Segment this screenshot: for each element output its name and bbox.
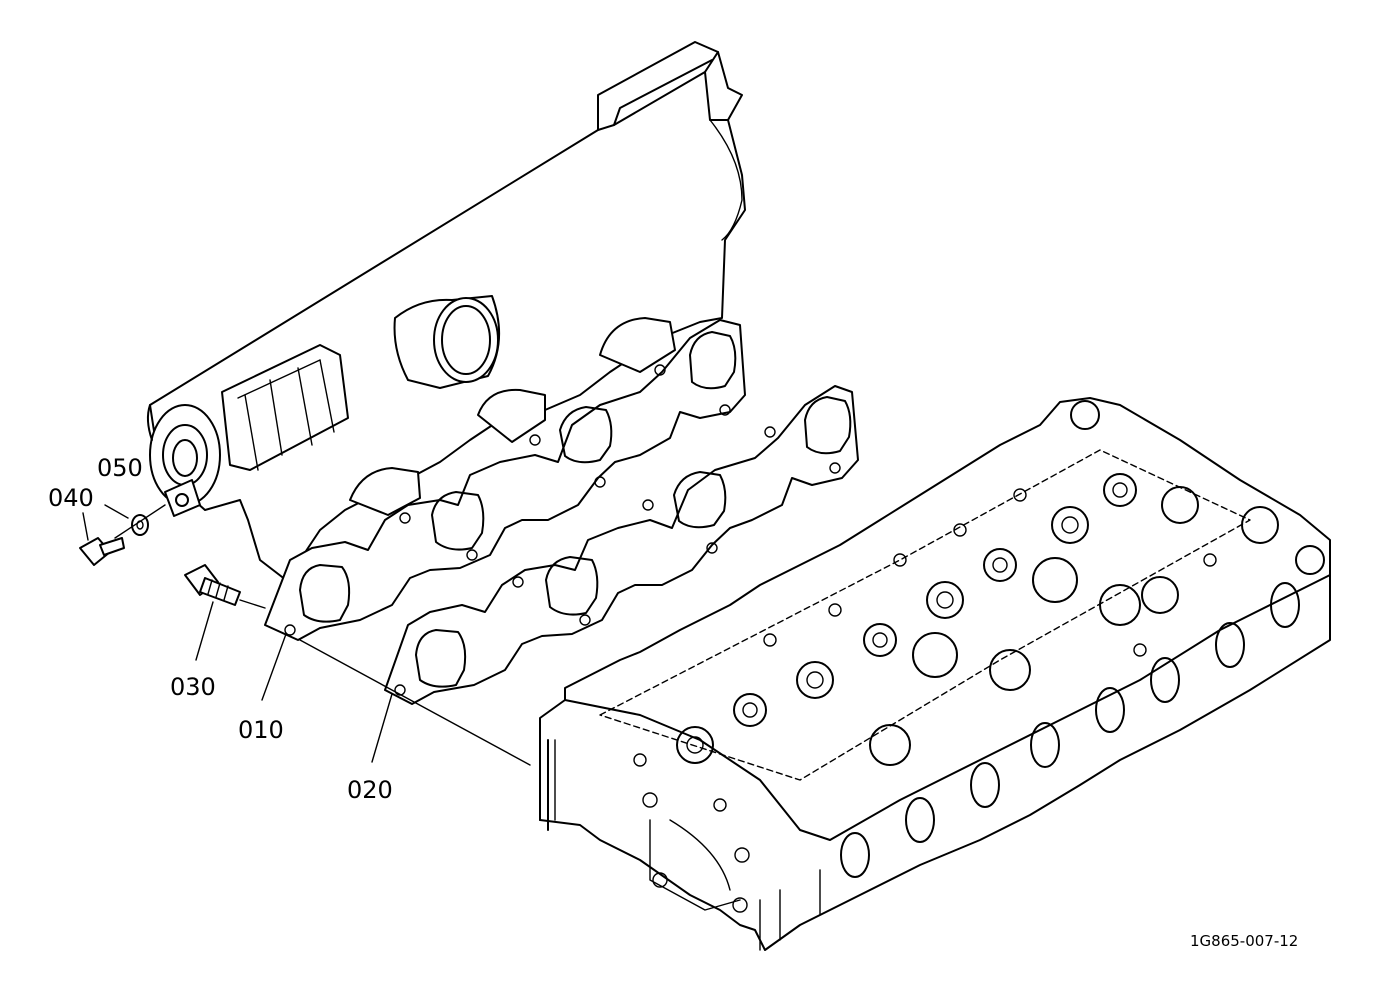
callout-040: 040 — [48, 484, 94, 512]
washer-050 — [131, 514, 149, 536]
reference-code: 1G865-007-12 — [1190, 932, 1298, 950]
callout-010: 010 — [238, 716, 284, 744]
leader-lines — [82, 504, 531, 766]
cylinder-head — [539, 397, 1331, 951]
callout-020: 020 — [347, 776, 393, 804]
manifold — [146, 41, 746, 581]
callout-030: 030 — [170, 673, 216, 701]
stud-bolt-030 — [184, 564, 241, 606]
bolt-040 — [79, 537, 125, 566]
gasket-010 — [264, 319, 746, 641]
gasket-020 — [384, 385, 859, 705]
callout-050: 050 — [97, 454, 143, 482]
